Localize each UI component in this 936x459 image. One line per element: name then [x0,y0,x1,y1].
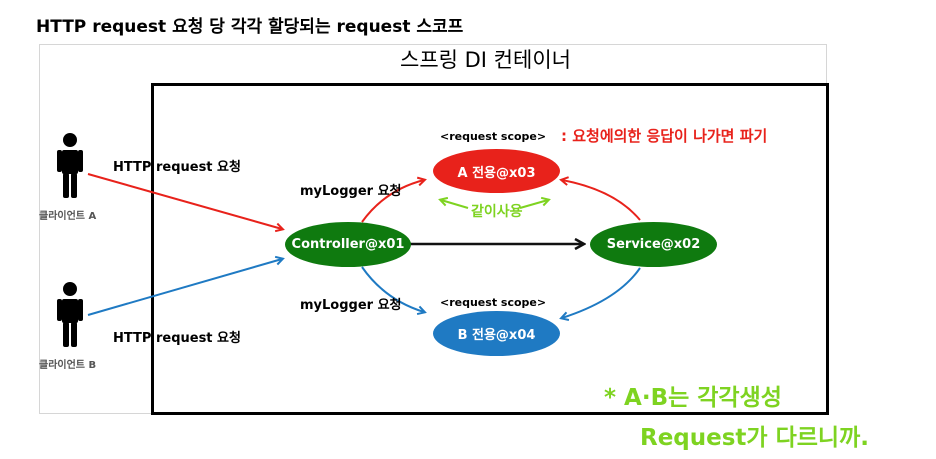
request-scope-label-bottom: <request scope> [440,296,547,309]
service-to-bean-b-arrow [562,267,641,318]
client-a-request-arrow [87,173,282,229]
client-b-request-label: HTTP request 요청 [113,331,241,346]
container-title: 스프링 DI 컨테이너 [400,48,571,72]
bean-a-node: A 전용@x03 [433,149,560,193]
handwritten-note-line2: Request가 다르니까. [640,425,869,451]
controller-to-bean-b-arrow [361,266,424,312]
client-a-label: 클라이언트 A [39,211,97,222]
client-b-label: 클라이언트 B [39,360,97,371]
service-label: Service@x02 [606,237,701,252]
bean-b-label: B 전용@x04 [457,328,536,343]
shared-right-arrow [519,200,548,209]
client-a-request-label: HTTP request 요청 [113,160,241,175]
shared-left-arrow [441,200,469,209]
service-node: Service@x02 [590,222,717,267]
bean-b-node: B 전용@x04 [433,311,560,356]
mylogger-request-bottom: myLogger 요청 [300,298,402,313]
service-to-bean-a-arrow [562,180,641,221]
client-b-person-icon [57,282,83,347]
destroy-note: : 요청에의한 응답이 나가면 파기 [561,127,768,145]
controller-label: Controller@x01 [291,237,405,252]
shared-usage-note: 같이사용 [471,204,523,220]
client-b-request-arrow [87,259,282,316]
controller-node: Controller@x01 [285,222,411,267]
mylogger-request-top: myLogger 요청 [300,184,402,199]
spring-di-container [151,83,829,415]
controller-to-bean-a-arrow [361,180,424,223]
bean-a-label: A 전용@x03 [457,165,536,181]
client-a-person-icon [57,133,83,198]
request-scope-label-top: <request scope> [440,130,547,143]
handwritten-note-line1: * A·B는 각각생성 [604,385,782,411]
diagram-title: HTTP request 요청 당 각각 할당되는 request 스코프 [36,17,464,37]
